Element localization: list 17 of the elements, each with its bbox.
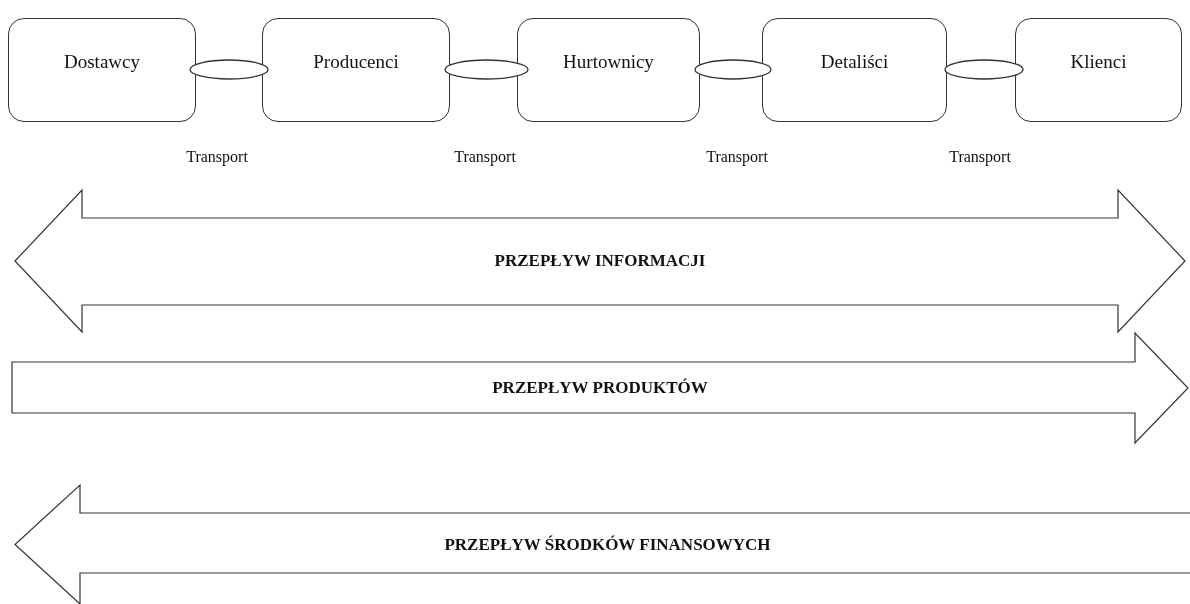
flow-label: PRZEPŁYW PRODUKTÓW [492, 378, 708, 398]
box-label: Dostawcy [64, 51, 140, 73]
box-label: Klienci [1070, 51, 1127, 73]
rounded-box [1015, 18, 1182, 122]
rounded-box [517, 18, 700, 122]
box-label: Detaliści [820, 51, 889, 73]
transport-label: Transport [454, 148, 516, 166]
rounded-box [762, 18, 947, 122]
rounded-box [262, 18, 450, 122]
transport-label: Transport [706, 148, 768, 166]
box-label: Hurtownicy [563, 51, 654, 73]
transport-label: Transport [949, 148, 1011, 166]
flow-label: PRZEPŁYW ŚRODKÓW FINANSOWYCH [444, 534, 771, 555]
flow-label: PRZEPŁYW INFORMACJI [494, 251, 706, 271]
rounded-box [8, 18, 196, 122]
box-label: Producenci [313, 51, 399, 73]
transport-label: Transport [186, 148, 248, 166]
